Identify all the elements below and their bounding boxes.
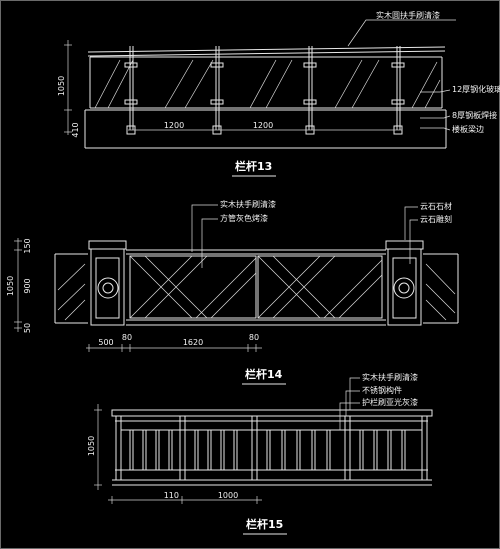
note-15-handrail: 实木扶手刷清漆 [362, 372, 418, 382]
dim-15-height: 1050 [87, 436, 96, 456]
note-13-slab: 楼板梁边 [452, 124, 484, 134]
title-15: 栏杆15 [246, 517, 283, 531]
dim-13-span2: 1200 [253, 121, 273, 130]
dim-15-w2: 1000 [218, 491, 238, 500]
note-13-handrail: 实木圆扶手刷清漆 [376, 10, 440, 20]
railing-14-drawing: 150 1050 900 50 500 80 1620 80 实木扶手刷清漆 方… [6, 199, 459, 385]
note-14-carving: 云石雕刻 [420, 214, 452, 224]
dim-14-mid: 900 [23, 278, 32, 293]
dim-13-base: 410 [71, 122, 80, 137]
dim-13-height: 1050 [57, 76, 66, 96]
title-13: 栏杆13 [235, 159, 272, 173]
note-15-steel: 不锈钢构件 [362, 385, 402, 395]
note-14-handrail: 实木扶手刷清漆 [220, 199, 276, 209]
dim-15-w1: 110 [164, 491, 179, 500]
dim-14-total: 1050 [6, 276, 15, 296]
note-13-steel: 8厚钢板焊接 [452, 110, 497, 120]
lattice-pattern [129, 255, 383, 319]
note-13-glass: 12厚钢化玻璃 [452, 84, 500, 94]
dim-14-w2: 80 [122, 333, 132, 342]
dim-14-w1: 500 [98, 338, 113, 347]
dim-13-span1: 1200 [164, 121, 184, 130]
dim-14-w4: 80 [249, 333, 259, 342]
posts-13 [124, 46, 405, 135]
railing-15-drawing: 1050 110 1000 实木扶手刷清漆 不锈钢构件 护栏刷亚光灰漆 栏杆15 [87, 372, 433, 535]
balusters [129, 429, 406, 471]
dim-14-w3: 1620 [183, 338, 203, 347]
note-14-stone: 云石石材 [420, 201, 452, 211]
railing-13-drawing: 1050 410 1200 1200 实木圆扶手刷清漆 12厚钢化玻璃 8厚钢板… [57, 10, 500, 177]
dim-14-top: 150 [23, 238, 32, 253]
title-14: 栏杆14 [245, 367, 283, 381]
dim-14-bottom: 50 [23, 323, 32, 333]
glass-hatch [94, 59, 441, 109]
note-14-tube: 方管灰色烤漆 [220, 213, 268, 223]
note-15-paint: 护栏刷亚光灰漆 [362, 397, 418, 407]
